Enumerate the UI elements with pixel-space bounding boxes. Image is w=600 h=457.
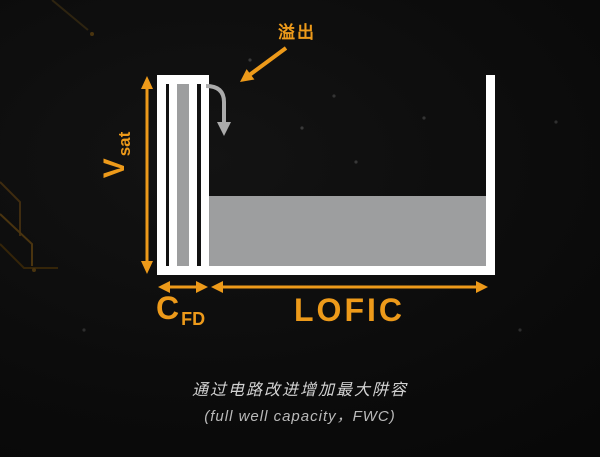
trace-line xyxy=(51,0,89,31)
speck-dot xyxy=(518,328,522,332)
overflow-label: 溢出 xyxy=(278,23,316,42)
narrow-well-charge-fill xyxy=(177,84,189,266)
caption-line-2: (full well capacity，FWC) xyxy=(204,408,396,425)
vsat-arrowhead-bottom xyxy=(141,261,153,274)
speck-dot xyxy=(248,58,252,62)
wide-well-charge-fill xyxy=(209,196,486,266)
cfd-measure-arrow xyxy=(158,281,208,293)
well-bottom-wall xyxy=(157,266,494,275)
trace-line xyxy=(0,243,58,269)
lofic-measure-arrow xyxy=(211,281,488,293)
speck-dot xyxy=(82,328,86,332)
speck-dot xyxy=(422,116,426,120)
narrow-well-inner-left-wall xyxy=(169,84,177,266)
spill-arrow-shaft xyxy=(205,84,226,124)
narrow-well-top-cap xyxy=(157,75,209,84)
narrow-well-inner-right-wall xyxy=(189,84,197,266)
caption-line-1: 通过电路改进增加最大阱容 xyxy=(191,382,408,399)
trace-line xyxy=(0,181,21,236)
spill-arrowhead xyxy=(217,122,231,136)
cfd-label-subscript: FD xyxy=(181,309,206,329)
lofic-arrowhead-left xyxy=(211,281,223,293)
vsat-label-subscript: sat xyxy=(115,131,134,157)
vsat-measure-arrow xyxy=(141,76,153,274)
wide-well-left-wall xyxy=(201,84,209,266)
wide-well-right-wall xyxy=(486,75,495,275)
speck-dot xyxy=(332,94,336,98)
cfd-label-base: C xyxy=(156,290,180,326)
trace-node-dot xyxy=(32,268,36,272)
cfd-arrowhead-right xyxy=(196,281,208,293)
speck-dot xyxy=(354,160,358,164)
trace-line xyxy=(0,213,33,266)
overflow-arrow-shaft xyxy=(248,46,288,77)
spill-arrow-icon xyxy=(205,84,231,136)
narrow-well-outer-left-wall xyxy=(157,75,166,275)
vsat-label-base: V xyxy=(98,158,131,179)
lofic-label: LOFIC xyxy=(294,292,405,328)
trace-node-dot xyxy=(90,32,94,36)
speck-dot xyxy=(554,120,558,124)
speck-dot xyxy=(300,126,304,130)
cfd-arrowhead-left xyxy=(158,281,170,293)
lofic-arrowhead-right xyxy=(476,281,488,293)
overflow-arrow-icon xyxy=(240,46,288,82)
vsat-arrowhead-top xyxy=(141,76,153,89)
overflow-arrowhead xyxy=(240,69,255,82)
